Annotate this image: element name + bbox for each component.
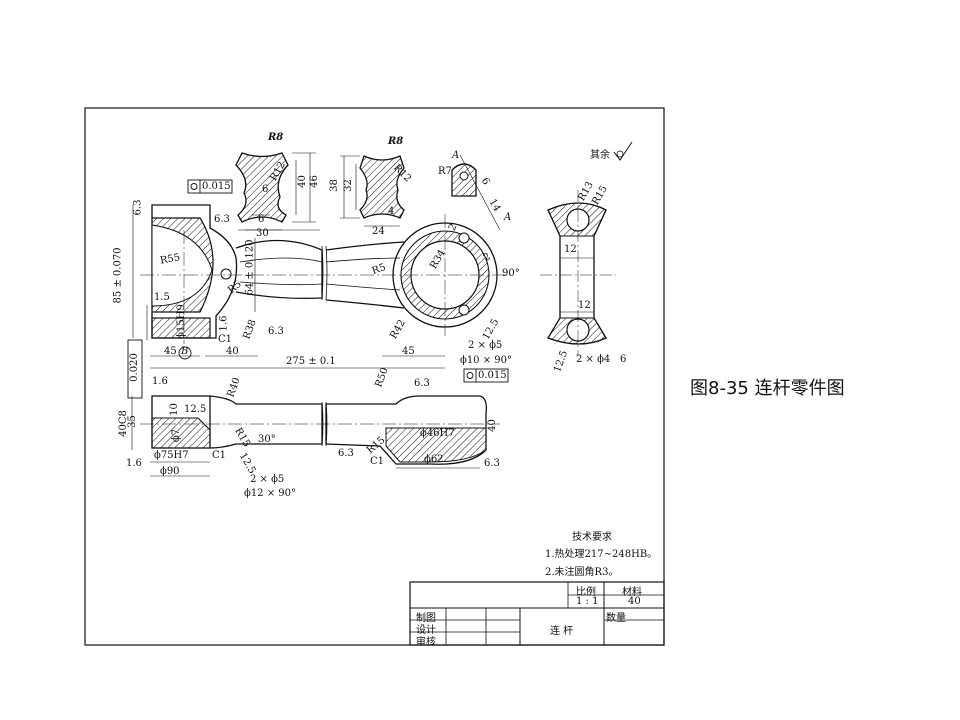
surface-note: 其余 (590, 150, 610, 161)
dim-phi75h7: ϕ75H7 (154, 450, 189, 461)
dim-32: 32 (342, 179, 354, 192)
datum-b-label: B (181, 346, 189, 357)
label-a2: A (504, 212, 512, 223)
ra-6-3-e: 6.3 (338, 448, 354, 459)
bottom-view (131, 395, 500, 477)
dim-phi46h7: ϕ46H7 (420, 428, 455, 439)
tech-req-item-1: 1.热处理217~248HB。 (545, 549, 658, 560)
dim-phi62: ϕ62 (424, 454, 444, 465)
dim-45-a: 45 (164, 346, 177, 357)
dim-275: 275 ± 0.1 (286, 356, 336, 367)
dim-30: 30 (256, 228, 269, 239)
ra-1-6-b: 1.6 (152, 376, 168, 387)
dim-35: 35 (126, 415, 138, 428)
dim-csk-10: ϕ10 × 90° (460, 355, 513, 366)
flatness-value-a: 0.015 (202, 181, 231, 192)
flatness-box-b (463, 368, 509, 383)
dim-12-5-c: 12.5 (184, 404, 207, 415)
dim-phi15h9: ϕ15H9 (175, 304, 187, 339)
title-drawn-label: 制图 (416, 613, 436, 624)
side-view (540, 190, 616, 356)
dim-46: 46 (308, 175, 320, 188)
dim-csk-12: ϕ12 × 90° (244, 488, 297, 499)
title-quantity-label: 数量 (606, 613, 626, 624)
main-view (132, 204, 512, 369)
datum-b-circle (178, 346, 192, 360)
tech-req-item-2: 2.未注圆角R3。 (545, 567, 619, 578)
dim-6-a: 6 (262, 184, 269, 195)
flatness-value-b: 0.015 (478, 370, 507, 381)
figure-caption: 图8-35 连杆零件图 (690, 378, 845, 399)
dim-38: 38 (328, 179, 340, 192)
dim-6-b: 6 (258, 214, 265, 225)
section-i-beam-right (340, 155, 405, 227)
dim-40-c: 40 (486, 419, 498, 432)
title-material-value: 40 (628, 596, 641, 607)
perpendicularity-value: 0.020 (128, 353, 140, 382)
dim-1-5: 1.5 (154, 292, 170, 303)
dim-90-deg: 90° (502, 268, 520, 279)
dim-12-b: 12 (578, 300, 591, 311)
dim-2x5-b: 2 × ϕ5 (250, 474, 285, 485)
title-design-label: 设计 (416, 625, 436, 636)
dim-2x5: 2 × ϕ5 (468, 340, 503, 351)
dim-phi90: ϕ90 (160, 466, 180, 477)
dim-c1-b: C1 (212, 450, 227, 461)
perpendicularity-box (127, 339, 143, 399)
dim-45-b: 45 (402, 346, 415, 357)
dim-30-deg: 30° (258, 434, 276, 445)
title-part-name: 连 杆 (550, 626, 574, 637)
ra-1-6-c: 1.6 (126, 458, 142, 469)
section-i-beam-left (235, 152, 316, 231)
dim-40-b: 40 (226, 346, 239, 357)
drawing-frame (84, 107, 665, 646)
section-a-detail (451, 154, 501, 231)
ra-6-3-b: 6.3 (214, 214, 230, 225)
dim-r8-b: R8 (388, 136, 404, 147)
dim-64: 64 ± 0.120 (244, 239, 256, 296)
tech-req-title: 技术要求 (572, 532, 612, 543)
dim-depth-6: 6 (620, 354, 627, 365)
ra-6-3-f: 6.3 (484, 458, 500, 469)
flatness-box-a (187, 179, 233, 194)
label-a1: A (452, 150, 460, 161)
dim-r8-a: R8 (268, 132, 284, 143)
dim-phi7: ϕ7 (171, 428, 183, 443)
title-block (409, 581, 665, 646)
dim-4: 4 (388, 206, 395, 217)
dim-10: 10 (168, 403, 180, 416)
dim-2x4: 2 × ϕ4 (576, 354, 611, 365)
dim-12-a: 12 (564, 244, 577, 255)
dim-c1-c: C1 (370, 456, 385, 467)
roughness-symbol (613, 141, 633, 161)
title-scale-label: 比例 (576, 587, 596, 598)
ra-6-3-a: 6.3 (132, 199, 144, 216)
ra-1-6-a: 1.6 (218, 315, 230, 332)
ra-6-3-d: 6.3 (414, 378, 430, 389)
dim-40-a: 40 (296, 175, 308, 188)
dim-85: 85 ± 0.070 (112, 247, 124, 304)
dim-c1-a: C1 (218, 334, 233, 345)
dim-r7: R7 (438, 166, 452, 177)
title-scale-value: 1 : 1 (576, 596, 599, 607)
ra-6-3-c: 6.3 (268, 326, 284, 337)
title-material-label: 材料 (622, 587, 642, 598)
dim-24: 24 (372, 226, 385, 237)
title-check-label: 审核 (416, 637, 436, 648)
